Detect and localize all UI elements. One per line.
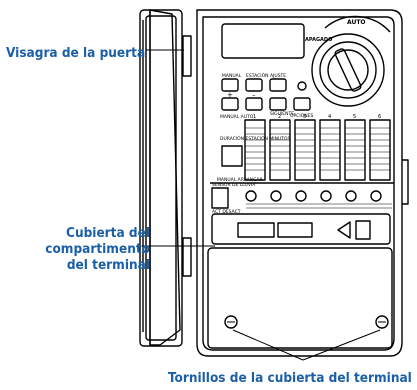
- door-panel: [139, 9, 183, 347]
- button-next: [269, 97, 287, 111]
- battery-compartment: [211, 213, 391, 245]
- button-plus: [221, 97, 239, 111]
- btn-next-label: SIGUIENTE: [270, 111, 294, 117]
- btn-plus-label: +: [227, 91, 233, 99]
- station-number: 2: [278, 114, 281, 120]
- housing-outer: [196, 9, 403, 357]
- hinge-bottom: [182, 237, 192, 277]
- sensor-on-off: ACT DESACT: [212, 209, 241, 215]
- callout-terminal-cover: Cubierta del compartimento del terminal: [45, 225, 150, 273]
- hinge-top: [182, 35, 192, 77]
- options-label: OPCIONES: [290, 113, 313, 119]
- dial-outer: [311, 33, 385, 107]
- btn-station-label: ESTACIÓN: [246, 72, 268, 79]
- btn-adjust-label: AJUSTE: [270, 73, 286, 79]
- btn-manual-label: MANUAL: [222, 73, 242, 79]
- screw-left: [224, 315, 238, 329]
- terminal-cover: [207, 247, 393, 349]
- button-manual: [221, 78, 239, 92]
- station-number: 5: [353, 114, 356, 120]
- station-number: 3: [303, 114, 306, 120]
- lcd-display: [221, 23, 305, 59]
- button-minus: [245, 97, 263, 111]
- dial-off-label: APAGADO: [305, 37, 332, 43]
- station-sliders: [244, 119, 391, 181]
- dial-auto-label: AUTO: [347, 19, 366, 26]
- station-number: 4: [328, 114, 331, 120]
- btn-minus-label: –: [252, 91, 256, 99]
- button-station: [245, 78, 263, 92]
- door-body: [142, 10, 151, 345]
- screw-right: [375, 315, 389, 329]
- callout-door-hinge: Visagra de la puerta: [6, 45, 146, 61]
- sensor-label: SENSOR DE LLUVIA: [212, 182, 256, 188]
- leader-screw-left: [232, 329, 304, 361]
- leader-screw-right: [302, 329, 381, 361]
- callout-cover-screws: Tornillos de la cubierta del terminal: [168, 370, 412, 386]
- button-prev: [293, 97, 311, 111]
- manual-auto-label: MANUAL AUTO: [220, 114, 254, 120]
- button-round: [297, 81, 307, 91]
- manual-station-box: [221, 145, 243, 167]
- duration-label: DURACIÓN ESTACIÓN MINUTOS: [220, 135, 291, 142]
- station-number: 6: [378, 114, 381, 120]
- station-number: 1: [253, 114, 256, 120]
- bottom-panel-labels: MANUAL ARRANCAR: [217, 177, 263, 183]
- button-adjust: [269, 78, 287, 92]
